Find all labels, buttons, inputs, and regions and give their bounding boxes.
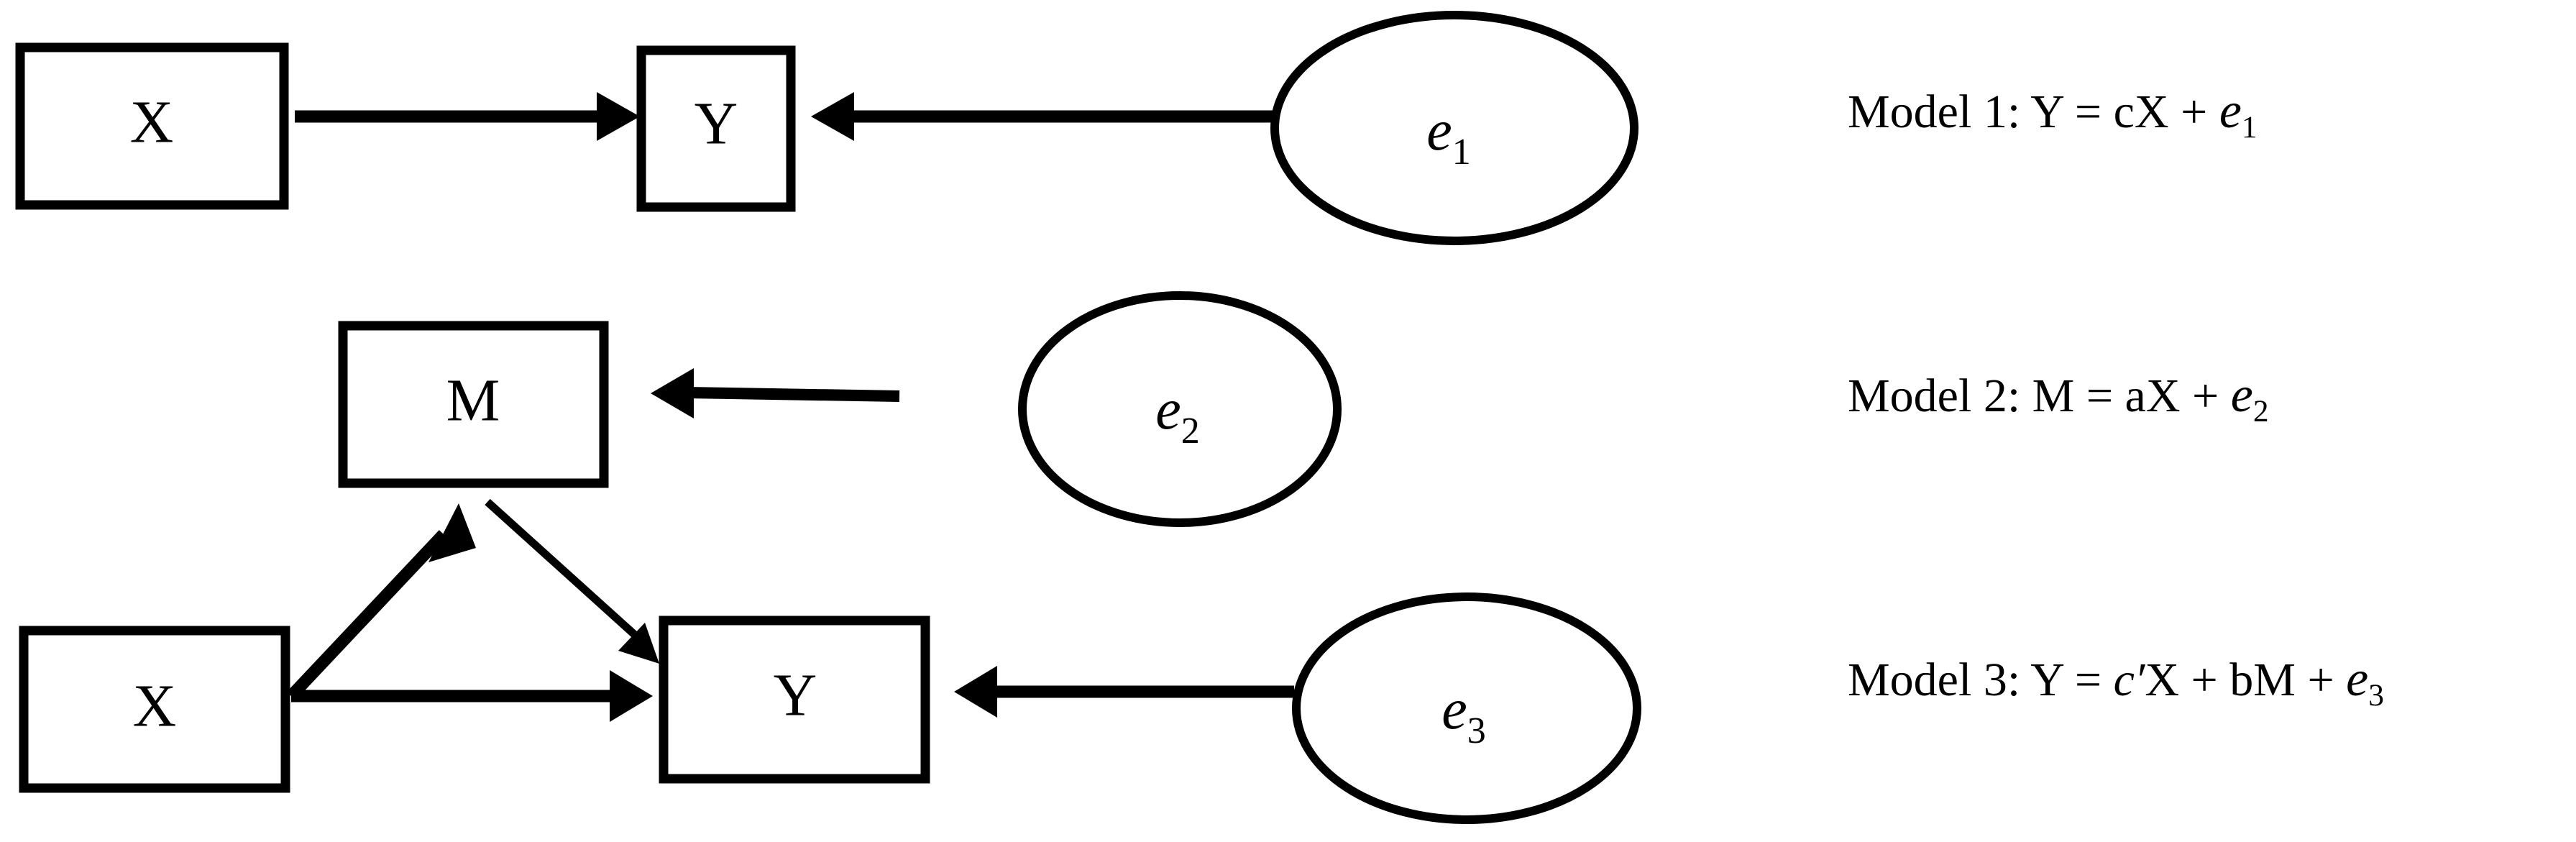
arrowhead-x-to-m-row3: [428, 503, 476, 562]
node-y-row1: Y: [636, 45, 796, 212]
equation-model-2: Model 2: M = aX + e2: [1848, 370, 2269, 427]
arrowhead-x-to-y-row1: [597, 92, 640, 141]
node-label-m-row2: M: [446, 367, 500, 434]
node-label-y-row3: Y: [774, 662, 817, 728]
arrowhead-m-to-y-row3: [618, 623, 659, 664]
equation-model-3-coefficient: c′: [2113, 654, 2145, 706]
rect-x-row1: [15, 42, 289, 210]
arrowhead-e1-to-y-row1: [811, 92, 854, 141]
rect-x-row3: [19, 626, 290, 793]
ellipse-e2: [1018, 291, 1342, 527]
node-label-e2: e2: [1155, 378, 1200, 452]
node-e1: e1: [1270, 11, 1638, 245]
node-y-row3: Y: [659, 616, 930, 784]
equation-model-2-error: e2: [2230, 367, 2269, 429]
node-label-e3: e3: [1441, 678, 1486, 751]
node-x-row3: X: [19, 626, 290, 793]
rect-m-row2: [338, 321, 609, 488]
arrowhead-e3-to-y-row3: [954, 666, 997, 718]
edge-line-x-to-m-row3: [286, 530, 449, 700]
edge-e3-to-y-row3: [954, 666, 1294, 718]
edge-x-to-m-row3: [286, 503, 476, 700]
equation-model-1-error: e1: [2219, 83, 2258, 145]
ellipse-e3: [1292, 592, 1641, 824]
equation-model-1-prefix: Model 1: Y = cX +: [1848, 86, 2219, 138]
edge-x-to-y-row3: [291, 670, 653, 722]
node-x-row1: X: [15, 42, 289, 210]
rect-y-row3: [659, 616, 930, 784]
edge-line-m-to-y-row3: [485, 498, 637, 638]
node-label-x-row1: X: [130, 88, 174, 155]
rect-y-row1: [636, 45, 796, 212]
node-e2: e2: [1018, 291, 1342, 527]
node-label-x-row3: X: [133, 672, 177, 739]
edge-x-to-y-row1: [295, 92, 640, 141]
equation-model-3-middle: X + bM +: [2145, 654, 2347, 706]
edge-m-to-y-row3: [485, 498, 659, 664]
equation-model-1: Model 1: Y = cX + e1: [1848, 86, 2258, 143]
edge-e1-to-y-row1: [811, 92, 1276, 141]
equation-model-3: Model 3: Y = c′X + bM + e3: [1848, 654, 2384, 711]
equation-model-3-prefix: Model 3: Y =: [1848, 654, 2114, 706]
arrowhead-x-to-y-row3: [610, 670, 653, 722]
node-m-row2: M: [338, 321, 609, 488]
edge-e2-to-m-row2: [651, 368, 900, 418]
equation-model-3-error: e3: [2346, 651, 2384, 713]
node-label-y-row1: Y: [695, 90, 738, 157]
edge-line-e2-to-m-row2: [686, 387, 900, 402]
arrowhead-e2-to-m-row2: [651, 368, 694, 418]
ellipse-e1: [1270, 11, 1638, 245]
equation-model-2-prefix: Model 2: M = aX +: [1848, 370, 2231, 422]
node-label-e1: e1: [1426, 99, 1471, 173]
node-e3: e3: [1292, 592, 1641, 824]
